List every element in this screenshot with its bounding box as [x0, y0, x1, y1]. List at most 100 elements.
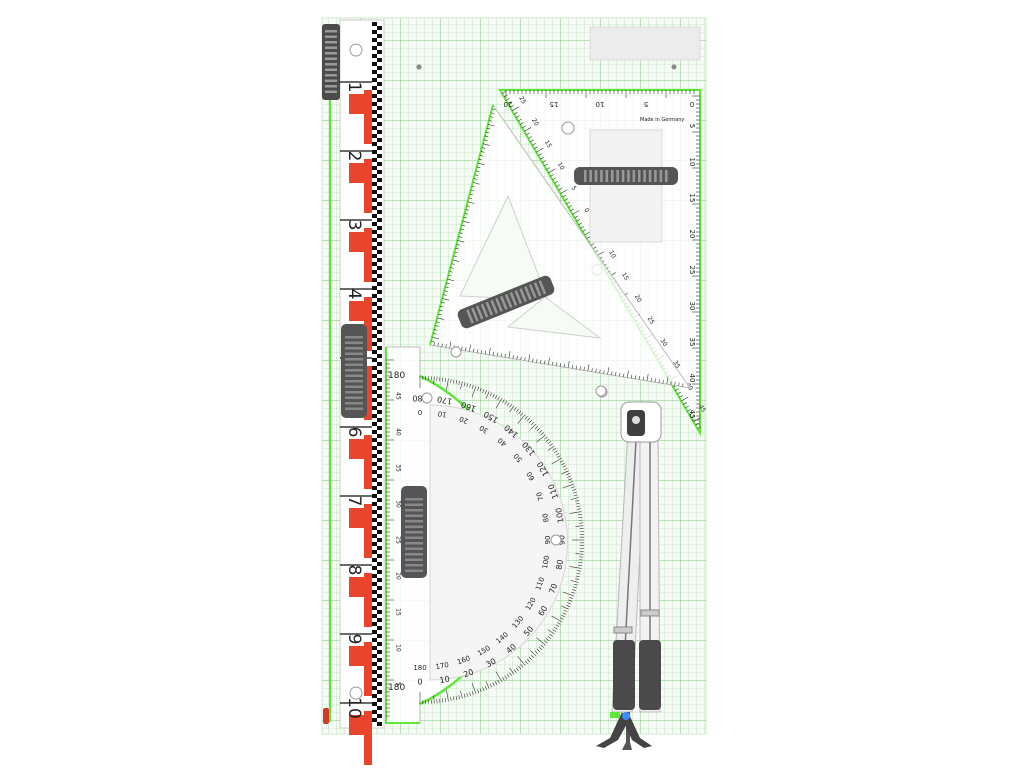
ruler-number: 4 [344, 289, 364, 300]
protractor-inner-number: 0 [418, 408, 422, 416]
protractor-outer-number: 30 [484, 657, 497, 670]
protractor-edge-number: 5 [395, 682, 402, 686]
set-square-top-number: 15 [550, 100, 559, 108]
protractor-outer-number: 170 [436, 394, 453, 406]
protractor-inner-number: 40 [496, 436, 508, 448]
set-square-hyp-number: 30 [659, 338, 669, 348]
protractor-outer-number: 100 [554, 507, 566, 524]
protractor-handle[interactable] [401, 486, 427, 578]
board-screw [416, 64, 422, 70]
set-square-side-number: 10 [688, 158, 696, 167]
protractor-inner-number: 180 [413, 664, 426, 672]
set-square-top-number: 20 [504, 100, 513, 108]
set-square-handle[interactable] [574, 167, 678, 185]
protractor-edge-number: 30 [395, 500, 402, 508]
set-square-inner-window [589, 129, 663, 243]
protractor-inner-number: 80 [541, 513, 550, 523]
set-square-hyp-number: 0 [582, 207, 590, 214]
triangle-ruler[interactable] [429, 103, 692, 398]
protractor-outer-number: 20 [462, 667, 475, 679]
ruler-number: 8 [344, 565, 364, 576]
set-square-hyp-number: 35 [671, 360, 681, 370]
red-pointer-tip [323, 708, 329, 724]
board-compass[interactable] [596, 401, 662, 750]
set-square-side-number: 35 [688, 338, 696, 347]
set-square-top-scale: 20 15 10 5 0 [504, 90, 695, 108]
set-square-hyp-number: 25 [646, 315, 656, 325]
protractor-top-label: 180 [388, 371, 405, 381]
compass-clamp [613, 626, 633, 634]
protractor-inner-number: 10 [437, 409, 447, 418]
protractor-outer-number: 80 [555, 559, 566, 571]
ruler-handle[interactable] [341, 324, 367, 418]
set-square-side-number: 15 [688, 194, 696, 203]
protractor-edge-number: 20 [395, 572, 402, 580]
ruler-number: 6 [344, 427, 364, 438]
compass-grip[interactable] [613, 640, 635, 710]
ruler-number: 10 [344, 697, 364, 719]
ruler-clip-handle[interactable] [322, 24, 340, 100]
protractor-inner-number: 170 [435, 661, 450, 671]
ruler-number: 1 [344, 82, 364, 93]
protractor-edge-number: 40 [395, 428, 402, 436]
triangle-bottom-scale [433, 341, 684, 387]
protractor-outer-number: 10 [439, 675, 451, 686]
triangle-handle[interactable] [456, 274, 556, 330]
compass-grip[interactable] [639, 640, 661, 710]
ruler-magnet [349, 43, 363, 57]
set-square-side-number: 20 [688, 230, 696, 239]
set-square-side-number: 25 [688, 266, 696, 275]
protractor-edge-number: 10 [395, 644, 402, 652]
compass-tripod-foot [596, 712, 652, 750]
set-square-side-scale: 5 10 15 20 25 30 35 40 45 [688, 95, 700, 425]
triangle-magnet [450, 346, 462, 358]
set-square-top-number: 0 [690, 100, 694, 108]
set-square-side-number: 45 [688, 410, 696, 419]
ruler-magnet [349, 686, 363, 700]
set-square-top-number: 10 [596, 100, 605, 108]
set-square-hyp-number: 10 [556, 161, 566, 171]
protractor-edge-number: 45 [395, 392, 402, 400]
protractor-outer-number: 70 [547, 582, 559, 595]
ruler-number: 2 [344, 151, 364, 162]
board-label-plate [589, 26, 701, 61]
protractor-magnet [421, 392, 433, 404]
set-square-magnet [561, 121, 575, 135]
protractor-inner-number: 90 [544, 536, 552, 545]
protractor-edge-number: 35 [395, 464, 402, 472]
ruler-number: 3 [344, 220, 364, 231]
protractor-edge-number: 15 [395, 608, 402, 616]
protractor-degree-ticks [419, 376, 584, 704]
protractor-bottom-label: 180 [388, 683, 405, 693]
protractor-magnet [595, 385, 607, 397]
set-square-side-number: 30 [688, 302, 696, 311]
set-square-hyp-number: 25 [517, 95, 527, 105]
protractor-inner-number: 20 [458, 414, 469, 425]
protractor-magnet [550, 534, 562, 546]
set-square-hyp-number: 10 [607, 249, 617, 259]
ruler-checker-strip [372, 22, 382, 726]
ruler-number: 9 [344, 634, 364, 645]
set-square-side-number: 5 [688, 124, 696, 128]
set-square-hyp-number: 5 [570, 185, 578, 192]
set-square-hyp-number: 15 [620, 271, 630, 281]
set-square-side-number: 40 [688, 374, 696, 383]
set-square-hyp-number: 20 [633, 293, 643, 303]
protractor-outer-number: 60 [537, 604, 550, 617]
protractor-edge-scale: 45 40 35 30 25 20 15 10 5 [386, 359, 402, 717]
ruler-numbers: 12345678910 [344, 82, 364, 719]
protractor-edge-number: 25 [395, 536, 402, 544]
protractor-outer-number: 0 [417, 678, 422, 687]
protractor-outer-number: 180 [412, 394, 427, 403]
board-screw [671, 64, 677, 70]
set-square-hyp-number: 15 [543, 139, 553, 149]
protractor-inner-number: 100 [541, 555, 551, 570]
compass-clamp [640, 609, 660, 617]
set-square-hyp-number: 20 [530, 117, 540, 127]
protractor-inner-number: 60 [525, 470, 536, 482]
set-square-top-number: 5 [644, 100, 648, 108]
protractor-inner-number: 70 [535, 491, 546, 502]
ruler-number: 7 [344, 496, 364, 507]
